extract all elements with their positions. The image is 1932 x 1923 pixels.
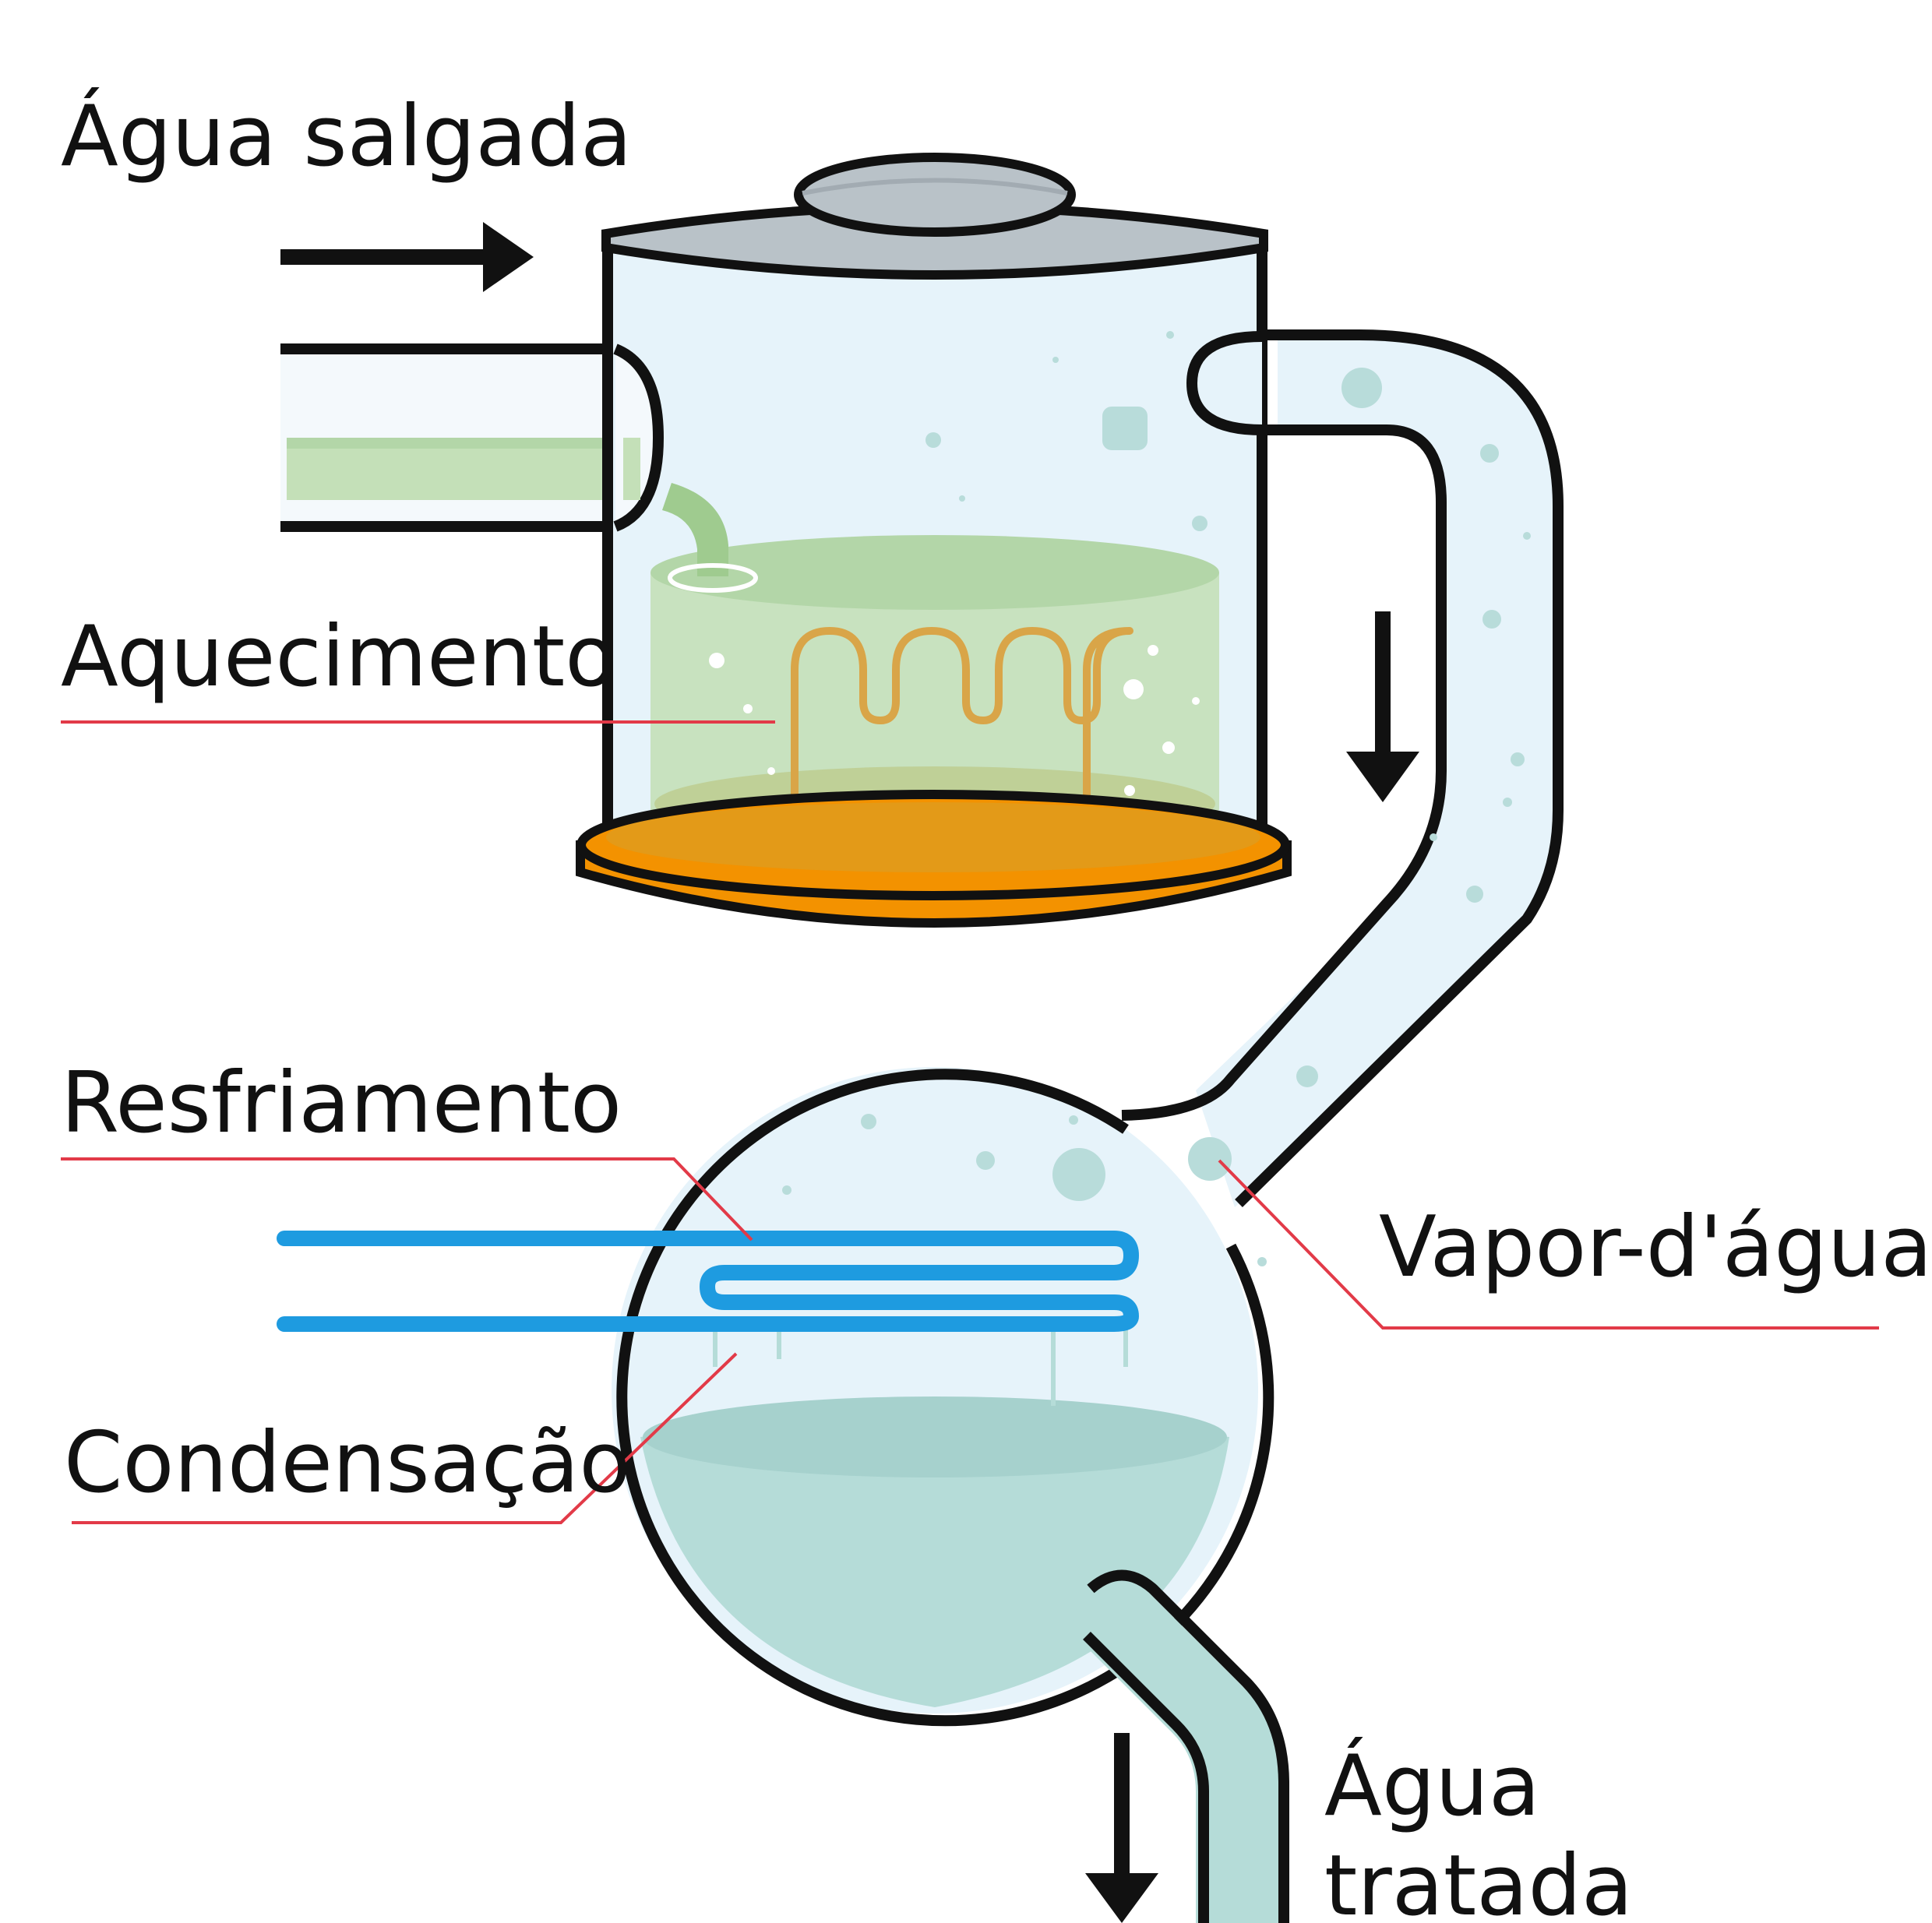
label-treated-water-line1: Água xyxy=(1324,1736,1540,1835)
arrow-down-icon xyxy=(1346,611,1419,802)
vapor-tube xyxy=(1121,329,1564,1207)
cooling-leader xyxy=(61,1157,753,1241)
cooling-pipe xyxy=(277,1231,1139,1332)
boiler-vessel xyxy=(576,153,1292,928)
outlet-pipe xyxy=(1073,1569,1289,1923)
label-cooling: Resfriamento xyxy=(61,1055,622,1152)
condensation-leader xyxy=(72,1352,738,1524)
lid-knob xyxy=(794,153,1076,237)
leader-lines xyxy=(61,720,1879,1524)
arrow-right-icon xyxy=(280,222,534,292)
heater-plate xyxy=(576,790,1292,928)
label-vapor: Vapor-d'água xyxy=(1379,1199,1932,1296)
arrow-down-icon xyxy=(1085,1733,1158,1923)
label-salt-water: Água salgada xyxy=(61,86,632,185)
heating-coil xyxy=(791,627,1133,810)
salt-water-surface xyxy=(650,535,1219,610)
vapor-leader xyxy=(1218,1159,1879,1330)
label-heating: Aquecimento xyxy=(61,608,616,706)
label-condensation: Condensação xyxy=(64,1414,630,1512)
label-treated-water-line2: tratada xyxy=(1324,1837,1633,1923)
inlet-pipe xyxy=(280,343,647,532)
